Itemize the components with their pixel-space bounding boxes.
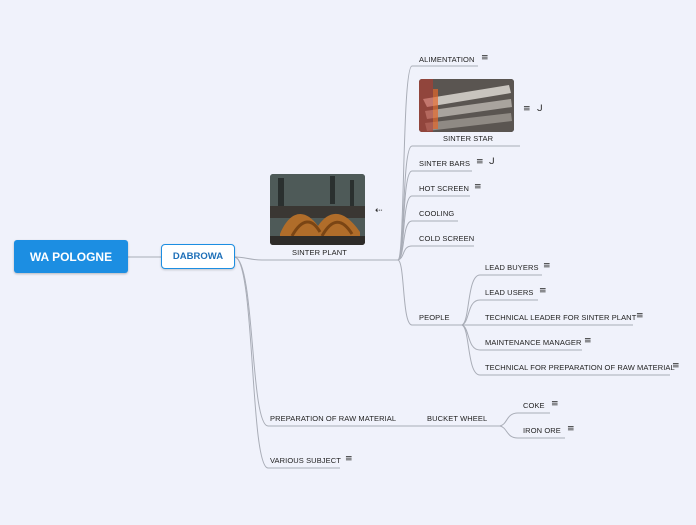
note-icon[interactable]: ≡ [523,105,531,114]
sinter-bars-node[interactable]: SINTER BARS [419,159,470,168]
note-icon[interactable]: ≡ [345,455,353,464]
technical-leader-node[interactable]: TECHNICAL LEADER FOR SINTER PLANT [485,313,636,322]
connector [235,257,340,468]
note-icon[interactable]: ≡ [476,158,484,167]
main-topic-node[interactable]: DABROWA [161,244,235,269]
cooling-node[interactable]: COOLING [419,209,454,218]
sinter-plant-image [270,174,365,245]
maintenance-manager-node[interactable]: MAINTENANCE MANAGER [485,338,582,347]
sinter-star-image [419,79,514,132]
sinter-plant-label[interactable]: SINTER PLANT [292,248,347,257]
connector [398,246,474,260]
connector [235,257,395,426]
connector [500,413,550,426]
bucket-wheel-node[interactable]: BUCKET WHEEL [427,414,487,423]
link-icon[interactable]: ᒍ [489,158,495,167]
hot-screen-node[interactable]: HOT SCREEN [419,184,469,193]
link-icon[interactable]: ᒍ [537,105,543,114]
people-node[interactable]: PEOPLE [419,313,450,322]
lead-users-node[interactable]: LEAD USERS [485,288,534,297]
note-icon[interactable]: ≡ [567,425,575,434]
main-topic-label: DABROWA [173,251,223,262]
note-icon[interactable]: ≡ [584,337,592,346]
technical-raw-material-node[interactable]: TECHNICAL FOR PREPARATION OF RAW MATERIA… [485,363,675,372]
sinter-star-label[interactable]: SINTER STAR [443,134,493,143]
note-icon[interactable]: ≡ [539,287,547,296]
connector [235,257,370,260]
iron-ore-node[interactable]: IRON ORE [523,426,561,435]
collapse-arrow-icon[interactable]: ⇠ [375,207,383,216]
note-icon[interactable]: ≡ [543,262,551,271]
various-subject-node[interactable]: VARIOUS SUBJECT [270,456,341,465]
note-icon[interactable]: ≡ [474,183,482,192]
sinter-machine-illustration [270,174,365,245]
note-icon[interactable]: ≡ [636,312,644,321]
connector [398,196,470,260]
raw-material-node[interactable]: PREPARATION OF RAW MATERIAL [270,414,396,423]
note-icon[interactable]: ≡ [551,400,559,409]
note-icon[interactable]: ≡ [672,362,680,371]
cold-screen-node[interactable]: COLD SCREEN [419,234,474,243]
note-icon[interactable]: ≡ [481,54,489,63]
lead-buyers-node[interactable]: LEAD BUYERS [485,263,539,272]
alimentation-node[interactable]: ALIMENTATION [419,55,475,64]
coke-node[interactable]: COKE [523,401,545,410]
root-label: WA POLOGNE [30,250,112,264]
root-node[interactable]: WA POLOGNE [14,240,128,273]
sinter-star-illustration [419,79,514,132]
